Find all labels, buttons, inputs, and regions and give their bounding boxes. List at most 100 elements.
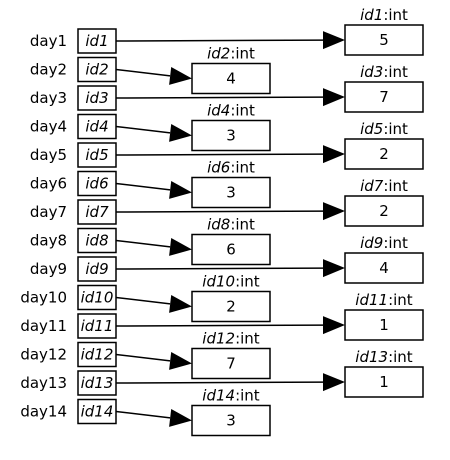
- id-reference-label: id3: [85, 89, 108, 107]
- day-label: day10: [20, 289, 67, 307]
- arrowhead: [323, 259, 345, 278]
- id-reference-label: id1: [85, 32, 108, 50]
- int-object-box: [344, 81, 424, 113]
- int-object-value: 1: [379, 373, 389, 391]
- int-object-value: 1: [379, 316, 389, 334]
- int-object-value: 4: [379, 259, 389, 277]
- id-reference-box: [77, 341, 117, 368]
- id-reference-box: [77, 142, 117, 168]
- int-object-box: [191, 290, 271, 323]
- int-object-type-label: id5:int: [360, 120, 408, 138]
- int-object-box: [344, 366, 424, 398]
- id-reference-label: id14: [81, 403, 114, 421]
- type-label-id: id7: [360, 177, 384, 195]
- day-label: day4: [30, 118, 67, 136]
- reference-arrow: [115, 267, 324, 270]
- int-object-value: 3: [226, 127, 236, 145]
- type-label-id: id9: [360, 234, 383, 252]
- reference-arrow: [115, 182, 171, 191]
- int-object-box: [344, 24, 424, 56]
- type-label-suffix: :int: [235, 387, 260, 405]
- int-object-box: [191, 347, 271, 380]
- type-label-suffix: :int: [383, 120, 408, 138]
- reference-arrow: [115, 96, 324, 99]
- type-label-suffix: :int: [235, 273, 260, 291]
- day-label: day5: [30, 146, 67, 164]
- int-object-value: 4: [226, 70, 236, 88]
- type-label-id: id13: [355, 348, 388, 366]
- int-object-type-label: id7:int: [360, 177, 408, 195]
- type-label-suffix: :int: [383, 177, 408, 195]
- type-label-id: id8: [207, 216, 230, 234]
- arrowhead: [323, 31, 345, 50]
- id-reference-label: id9: [85, 260, 108, 278]
- reference-arrow: [115, 381, 324, 384]
- day-label: day7: [30, 203, 67, 221]
- row-day9: day9 id9 4 id9:int: [30, 234, 424, 284]
- int-object-box: [191, 233, 271, 266]
- id-reference-box: [77, 284, 117, 311]
- reference-arrow: [115, 410, 171, 419]
- int-object-type-label: id14:int: [202, 387, 260, 405]
- day-label: day11: [20, 317, 67, 335]
- type-label-suffix: :int: [383, 63, 408, 81]
- int-object-type-label: id12:int: [202, 330, 260, 348]
- type-label-id: id4: [207, 102, 230, 120]
- id-reference-label: id6: [85, 175, 108, 193]
- day-label: day8: [30, 232, 67, 250]
- int-object-value: 3: [226, 184, 236, 202]
- int-object-type-label: id4:int: [207, 102, 255, 120]
- id-reference-label: id12: [81, 346, 114, 364]
- id-reference-box: [77, 170, 117, 197]
- id-reference-box: [77, 85, 117, 111]
- day-label: day9: [30, 260, 67, 278]
- arrowhead: [323, 145, 345, 164]
- id-reference-box: [77, 398, 117, 425]
- day-label: day2: [30, 61, 67, 79]
- reference-arrow: [115, 324, 324, 327]
- int-object-type-label: id6:int: [207, 159, 255, 177]
- int-object-value: 7: [379, 88, 389, 106]
- row-day4: day4 id4 3 id4:int: [30, 102, 271, 152]
- arrowhead: [323, 88, 345, 107]
- reference-arrow: [115, 125, 171, 134]
- int-object-type-label: id1:int: [360, 6, 408, 24]
- id-reference-label: id11: [81, 317, 114, 335]
- arrowhead: [169, 295, 192, 313]
- type-label-suffix: :int: [230, 45, 255, 63]
- type-label-suffix: :int: [388, 291, 413, 309]
- type-label-id: id2: [207, 45, 230, 63]
- type-label-suffix: :int: [230, 102, 255, 120]
- type-label-id: id11: [355, 291, 388, 309]
- arrowhead: [323, 373, 345, 392]
- type-label-suffix: :int: [235, 330, 260, 348]
- id-reference-label: id8: [85, 232, 108, 250]
- int-object-type-label: id10:int: [202, 273, 260, 291]
- int-object-value: 2: [379, 202, 389, 220]
- int-object-value: 5: [379, 31, 389, 49]
- row-day5: day5 id5 2 id5:int: [30, 120, 424, 170]
- arrowhead: [323, 316, 345, 335]
- int-object-value: 3: [226, 412, 236, 430]
- id-reference-box: [77, 256, 117, 282]
- arrowhead: [169, 352, 192, 370]
- arrowhead: [169, 238, 192, 256]
- int-object-value: 2: [226, 298, 236, 316]
- reference-arrow: [115, 153, 324, 156]
- day-label: day13: [20, 374, 67, 392]
- day-label: day3: [30, 89, 67, 107]
- int-object-value: 2: [379, 145, 389, 163]
- type-label-id: id5: [360, 120, 383, 138]
- type-label-suffix: :int: [230, 216, 255, 234]
- reference-arrow: [115, 68, 171, 77]
- int-object-type-label: id9:int: [360, 234, 408, 252]
